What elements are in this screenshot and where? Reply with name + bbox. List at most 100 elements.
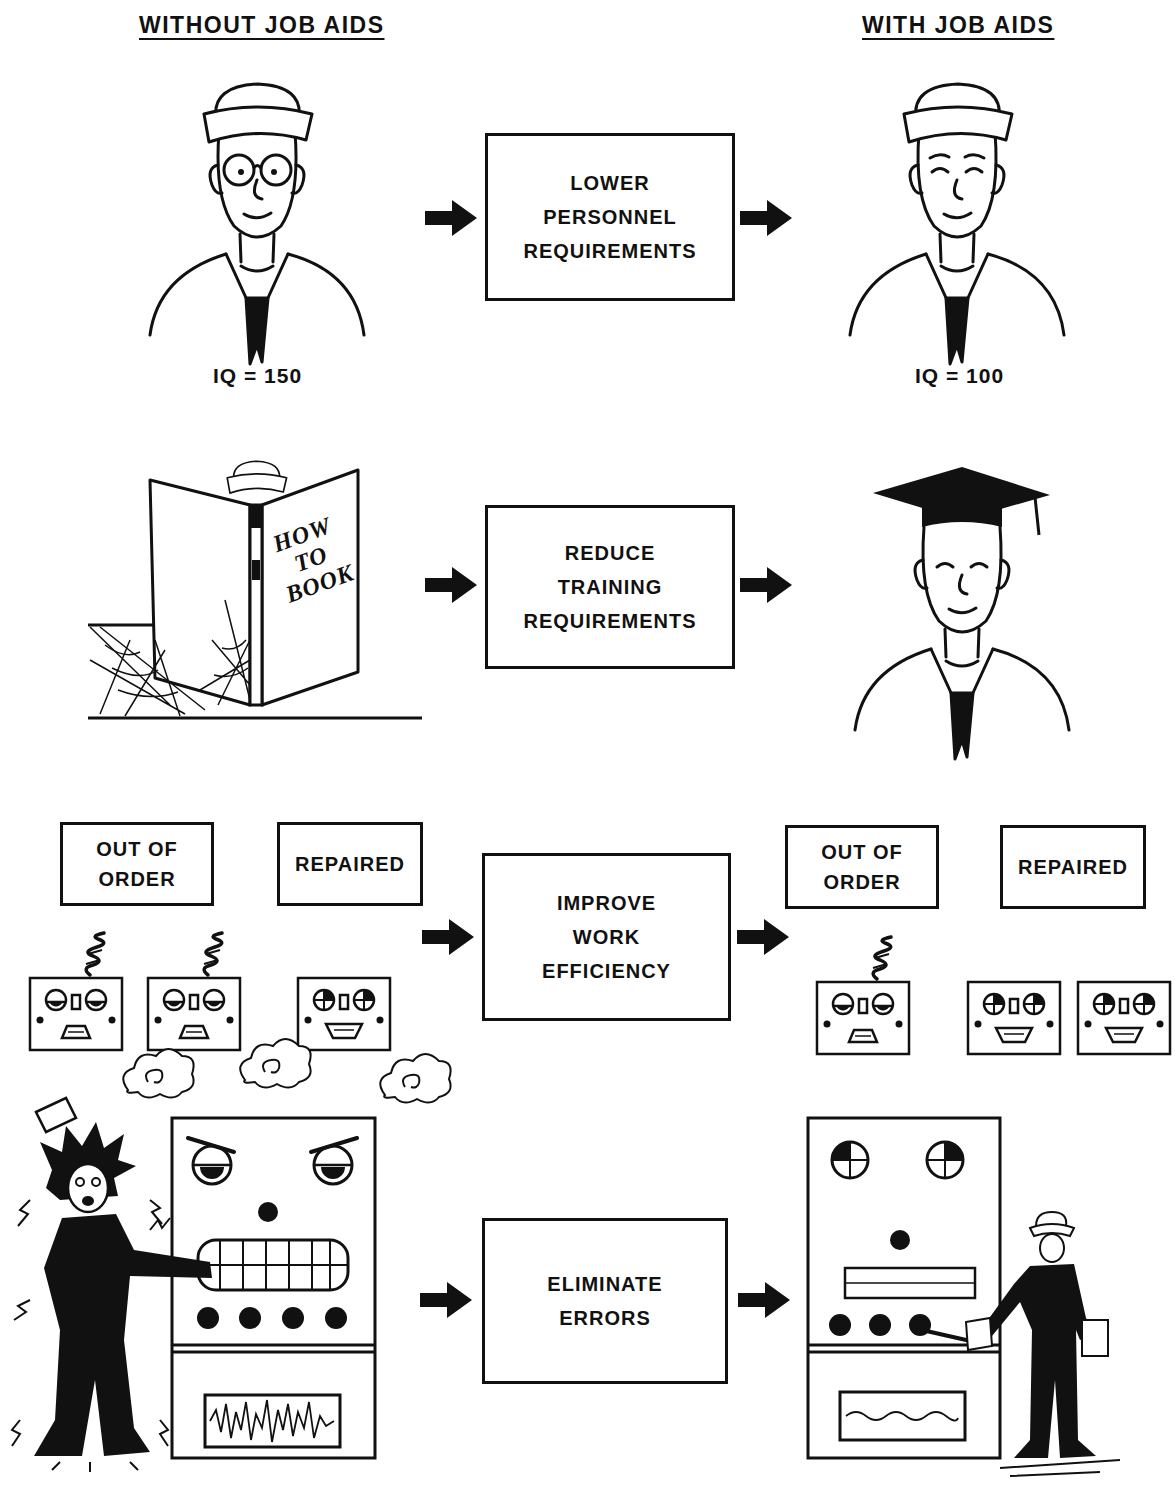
box-text: REDUCE TRAINING REQUIREMENTS [518,536,703,638]
angry-machine [240,1039,310,1088]
dusty-book [250,505,262,705]
box-text: IMPROVE WORK EFFICIENCY [532,886,682,988]
angry-machine [123,1039,450,1458]
equipment-unit [968,982,1060,1054]
graduate-sailor [1035,497,1039,535]
smart-sailor [254,166,261,169]
equipment-unit [148,978,240,1050]
calm-machine [808,1118,1000,1458]
dusty-book [88,461,422,718]
angry-machine [198,1240,348,1290]
smart-sailor [238,169,244,175]
angry-machine [239,1307,261,1329]
angry-machine [198,1240,348,1290]
benefit-box: IMPROVE WORK EFFICIENCY [482,853,731,1021]
working-sailor [966,1318,992,1350]
average-sailor [850,84,1064,364]
column-heading: WITH JOB AIDS [862,12,1054,39]
shocked-sailor [160,1420,168,1446]
angry-machine [325,1307,347,1329]
shocked-sailor [14,1300,30,1320]
arrow [422,919,474,955]
calm-machine [869,1314,891,1336]
angry-machine [200,1167,345,1179]
column-heading: WITHOUT JOB AIDS [139,12,384,39]
average-sailor [930,155,984,172]
calm-machine [832,1142,963,1160]
arrow [425,200,477,236]
status-box: OUT OF ORDER [60,822,214,906]
average-sailor [850,132,1064,364]
equipment-unit [817,982,909,1054]
graduate-sailor [873,467,1050,520]
equipment-unit [204,933,222,975]
box-text: REPAIRED [1018,852,1128,882]
benefit-box: ELIMINATE ERRORS [482,1218,728,1384]
arrow [420,1282,472,1318]
working-sailor [982,1264,1096,1458]
angry-machine [258,1202,278,1222]
shocked-sailor [12,1098,212,1472]
status-box: REPAIRED [1000,825,1146,909]
angry-machine [205,1395,340,1447]
equipment-unit [30,978,122,1050]
smart-sailor [204,84,312,142]
shocked-sailor [92,1178,100,1186]
shocked-sailor [36,1098,76,1132]
smart-sailor [271,169,277,175]
calm-machine [845,1268,975,1298]
equipment-unit [873,937,891,979]
box-text: OUT OF ORDER [797,837,927,897]
angry-machine [188,1138,357,1152]
status-box: REPAIRED [277,822,423,906]
smart-sailor [150,84,364,364]
angry-machine [282,1307,304,1329]
arrow [425,567,477,603]
working-sailor [966,1212,1120,1476]
calm-machine [840,1392,965,1440]
box-text: OUT OF ORDER [72,834,202,894]
smart-sailor [150,132,364,364]
calm-machine [808,1118,1000,1458]
dusty-book [200,600,250,705]
benefit-box: LOWER PERSONNEL REQUIREMENTS [485,133,735,301]
angry-machine [193,1164,352,1167]
box-text: ELIMINATE ERRORS [530,1267,680,1335]
calm-machine [829,1314,851,1336]
working-sailor [1040,1234,1064,1262]
shocked-sailor [12,1200,170,1472]
equipment-unit [1078,982,1170,1054]
dusty-book [250,505,262,580]
iq-label: IQ = 100 [915,364,1004,388]
dusty-book [214,640,248,676]
arrow [737,919,789,955]
working-sailor [1082,1320,1108,1356]
dusty-book [90,627,205,716]
box-text: REPAIRED [295,849,405,879]
shocked-sailor [76,1178,84,1186]
arrow [740,200,792,236]
shocked-sailor [52,1462,138,1472]
angry-machine [123,1049,193,1098]
shocked-sailor [150,1200,162,1224]
shocked-sailor [150,1218,170,1230]
angry-machine [380,1054,450,1103]
angry-machine [172,1118,375,1458]
benefit-box: REDUCE TRAINING REQUIREMENTS [485,505,735,669]
calm-machine [890,1230,910,1250]
shocked-sailor [18,1200,30,1226]
angry-machine [197,1307,219,1329]
angry-machine [210,1400,334,1442]
smart-sailor [261,155,291,185]
shocked-sailor [82,1196,94,1206]
status-box: OUT OF ORDER [785,825,939,909]
dusty-book [227,461,286,493]
iq-label: IQ = 150 [213,364,302,388]
arrow [738,1282,790,1318]
equipment-unit [86,933,104,975]
graduate-sailor [855,467,1069,759]
average-sailor [904,84,1012,142]
calm-machine [846,1412,958,1421]
shocked-sailor [68,1164,108,1212]
